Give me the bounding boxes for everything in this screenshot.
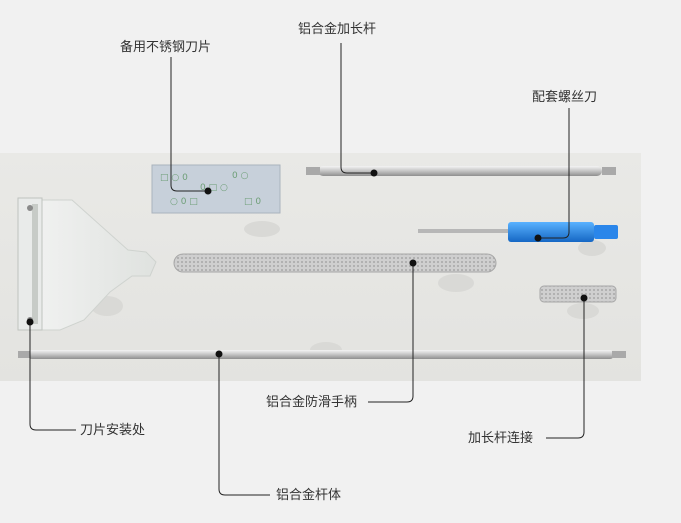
leader-rod-body bbox=[218, 354, 270, 496]
leader-lines bbox=[29, 43, 585, 496]
label-extension-rod: 铝合金加长杆 bbox=[298, 22, 377, 37]
label-rod-body: 铝合金杆体 bbox=[276, 488, 342, 503]
label-spare-blade: 备用不锈钢刀片 bbox=[120, 40, 212, 55]
leader-spare-blade bbox=[170, 57, 208, 192]
label-blade-mount: 刀片安装处 bbox=[80, 423, 146, 438]
svg-text:○ 0 □: ○ 0 □ bbox=[170, 197, 198, 207]
svg-text:0 □ ○: 0 □ ○ bbox=[200, 183, 228, 193]
rod-body bbox=[18, 350, 626, 359]
svg-text:□ ○ 0: □ ○ 0 bbox=[160, 173, 188, 183]
scraper-head bbox=[17, 197, 157, 331]
svg-text:□ 0: □ 0 bbox=[244, 197, 261, 207]
leader-blade-mount bbox=[29, 322, 76, 431]
screwdriver bbox=[418, 222, 618, 242]
label-screwdriver: 配套螺丝刀 bbox=[532, 90, 598, 105]
leader-extension-joint bbox=[546, 298, 585, 439]
anti-slip-handle bbox=[173, 253, 497, 273]
leader-screwdriver bbox=[538, 108, 570, 239]
leader-dots bbox=[26, 169, 588, 358]
svg-text:0 ○: 0 ○ bbox=[232, 171, 249, 181]
leader-handle bbox=[368, 263, 414, 403]
label-handle: 铝合金防滑手柄 bbox=[266, 395, 358, 410]
spare-blade-pack: □ ○ 0 0 □ ○ ○ 0 □ 0 ○ □ 0 bbox=[151, 164, 281, 214]
extension-rod bbox=[306, 166, 616, 176]
extension-connector bbox=[539, 285, 617, 303]
leader-extension-rod bbox=[340, 43, 374, 174]
label-extension-joint: 加长杆连接 bbox=[468, 431, 534, 446]
